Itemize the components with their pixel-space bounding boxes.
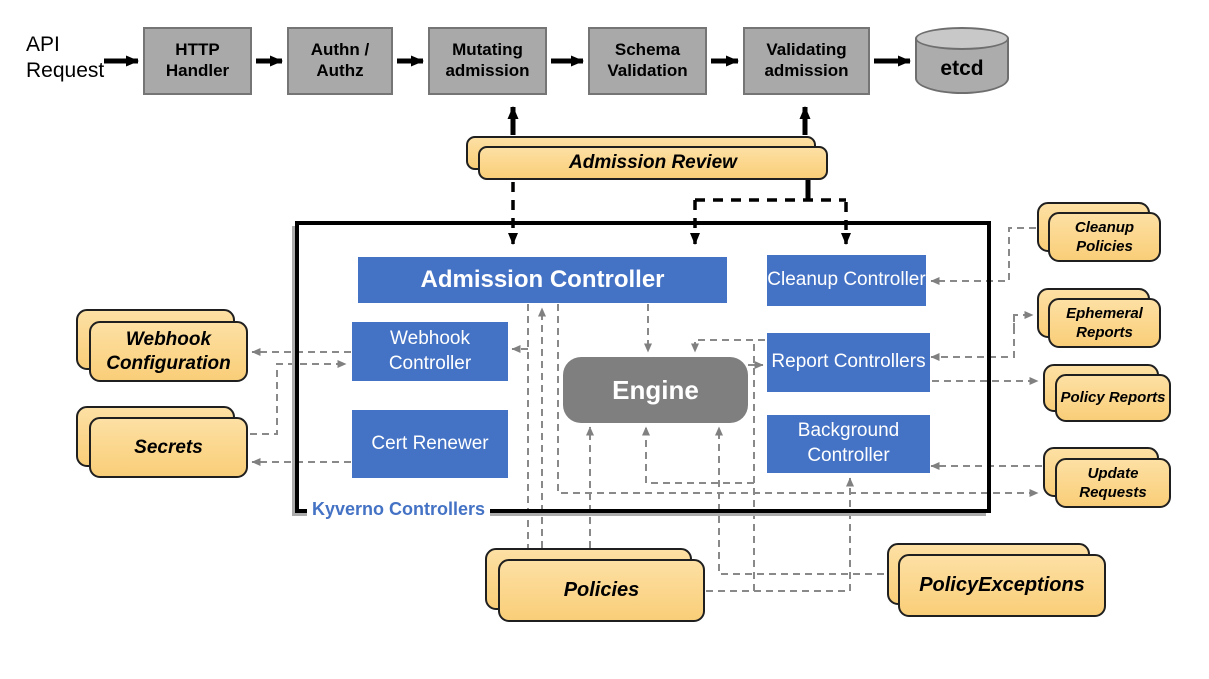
report-controllers-box: Report Controllers xyxy=(767,333,930,392)
pipeline-box-authn-authz: Authn / Authz xyxy=(287,27,393,95)
admission-controller-box: Admission Controller xyxy=(358,257,727,303)
update-requests-card: Update Requests xyxy=(1055,458,1171,508)
pipeline-box-validating-admission: Validating admission xyxy=(743,27,870,95)
webhook-controller-box: Webhook Controller xyxy=(352,322,508,381)
cleanup-policies-card: Cleanup Policies xyxy=(1048,212,1161,262)
etcd-cylinder-top xyxy=(915,27,1009,50)
pipeline-box-schema-validation: Schema Validation xyxy=(588,27,707,95)
secrets-card: Secrets xyxy=(89,417,248,478)
engine-box: Engine xyxy=(563,357,748,423)
policies-card: Policies xyxy=(498,559,705,622)
webhook-configuration-card: Webhook Configuration xyxy=(89,321,248,382)
pipeline-box-http-handler: HTTP Handler xyxy=(143,27,252,95)
ephemeral-reports-card: Ephemeral Reports xyxy=(1048,298,1161,348)
kyverno-controllers-box-label: Kyverno Controllers xyxy=(307,499,491,520)
admission-review-card: Admission Review xyxy=(478,146,828,180)
cleanup-controller-box: Cleanup Controller xyxy=(767,255,926,306)
pipeline-box-mutating-admission: Mutating admission xyxy=(428,27,547,95)
background-controller-box: Background Controller xyxy=(767,415,930,473)
policy-exceptions-card: PolicyExceptions xyxy=(898,554,1106,617)
policy-reports-card: Policy Reports xyxy=(1055,374,1171,422)
cert-renewer-box: Cert Renewer xyxy=(352,410,508,478)
api-request-label: API Request xyxy=(26,33,105,82)
